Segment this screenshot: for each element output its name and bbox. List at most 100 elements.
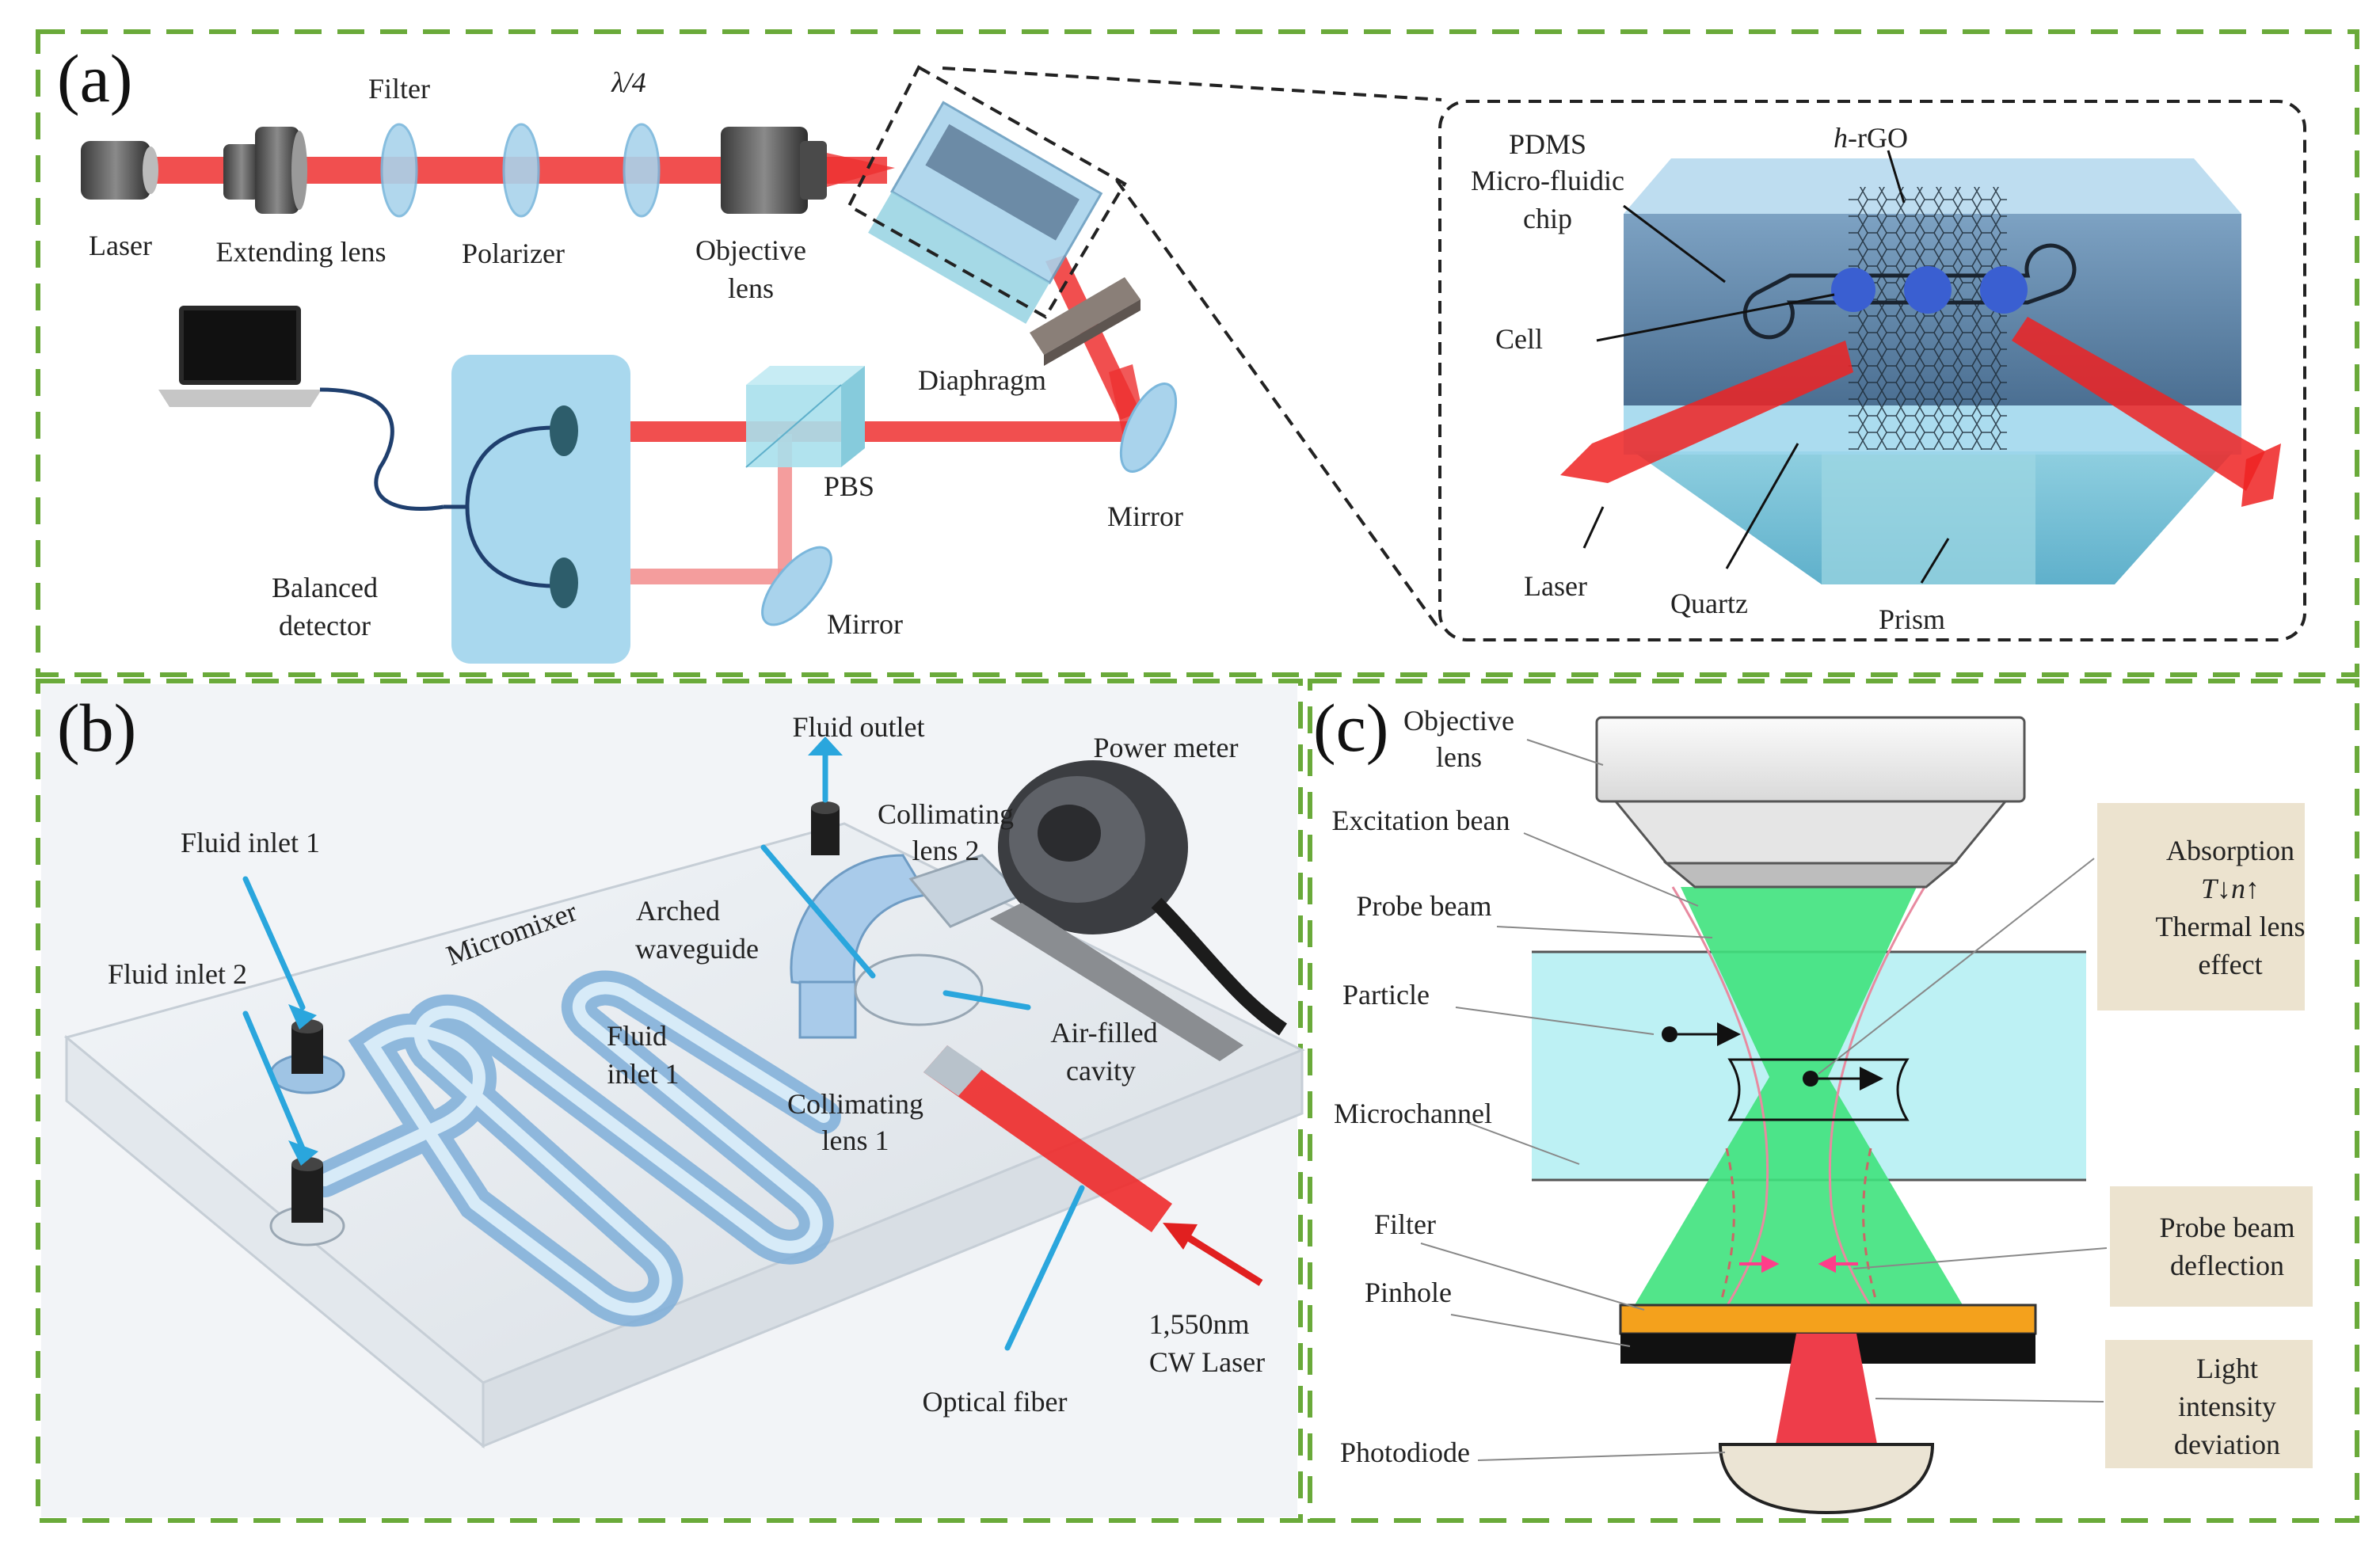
inset-border <box>1438 100 2306 641</box>
callout-absorption-line2: T↓n↑ <box>2201 873 2260 904</box>
label-arched-line2: waveguide <box>635 933 759 965</box>
tilted-chip-icon <box>868 101 1103 324</box>
label-balanced-line2: detector <box>279 610 371 641</box>
callout-absorption-n: n↑ <box>2231 873 2260 904</box>
mirror-1-icon <box>1119 382 1178 473</box>
label-inset-laser: Laser <box>1524 570 1587 602</box>
leader-hrgo <box>1887 150 1906 204</box>
callout-intensity-line3: deviation <box>2174 1429 2280 1460</box>
micromixer-channel-inner <box>318 981 830 1315</box>
label-quartz: Quartz <box>1670 588 1748 619</box>
blue-arrows <box>242 744 1085 1351</box>
detector-cable <box>319 387 444 512</box>
label-collimating-1-line1: Collimating <box>787 1088 923 1120</box>
objective-lens-icon <box>721 127 827 214</box>
panel-c-leaders <box>1420 739 2108 1461</box>
label-fluid-inlet-1: Fluid inlet 1 <box>181 827 320 858</box>
panel-c-border <box>1308 679 2359 1523</box>
inset-laser-right <box>2012 317 2265 491</box>
label-balanced-line1: Balanced <box>272 572 378 603</box>
thermal-lens-icon <box>1727 1058 1910 1121</box>
zoom-line-bottom <box>1115 179 1438 627</box>
label-objective-c-line1: Objective <box>1403 705 1514 736</box>
deflection-arrows <box>1739 1254 1858 1273</box>
label-pdms-line1: PDMS <box>1509 128 1586 160</box>
label-laser-line1: 1,550nm <box>1148 1308 1249 1340</box>
callout-deflection-line2: deflection <box>2170 1250 2284 1281</box>
label-pbs: PBS <box>824 470 874 502</box>
label-probe: Probe beam <box>1357 890 1492 922</box>
inset-hrgo <box>1849 187 2007 450</box>
probe-beam-left <box>1671 886 1769 1307</box>
inset-prism-face <box>1822 451 2035 584</box>
label-fluid-outlet: Fluid outlet <box>792 711 924 743</box>
pinhole-right <box>1856 1334 2035 1364</box>
label-hrgo-italic: h <box>1834 122 1848 154</box>
inset-laser-left <box>1560 341 1853 483</box>
label-optical-fiber: Optical fiber <box>923 1386 1068 1418</box>
laser-source-icon <box>81 141 158 200</box>
label-cell: Cell <box>1495 323 1543 355</box>
fluid-inlet-port-2 <box>269 1157 345 1246</box>
inset-cell-2 <box>1904 266 1952 314</box>
callout-probe-deflection <box>2110 1186 2313 1307</box>
label-power-meter: Power meter <box>1094 732 1239 763</box>
callout-intensity <box>2105 1340 2313 1468</box>
probe-deflect-right <box>1862 1147 1877 1300</box>
chip-zoom-box <box>847 65 1127 319</box>
label-laser-line2: CW Laser <box>1149 1346 1265 1378</box>
callout-absorption-line1: Absorption <box>2166 835 2294 866</box>
label-mirror-2: Mirror <box>827 608 903 640</box>
panel-a: (a) <box>57 40 2306 664</box>
label-lambda4: λ/4 <box>611 67 646 98</box>
label-photodiode: Photodiode <box>1340 1437 1470 1468</box>
label-collimating-1-line2: lens 1 <box>822 1125 889 1156</box>
quarter-wave-plate-icon <box>623 123 661 218</box>
particle-dot-2 <box>1803 1071 1818 1087</box>
label-hrgo-rest: -rGO <box>1848 122 1908 154</box>
fluid-outlet-port <box>811 801 840 855</box>
particle-dot-1 <box>1662 1026 1677 1042</box>
label-air-cavity-line1: Air-filled <box>1050 1017 1157 1049</box>
panel-c: (c) <box>1313 690 2313 1515</box>
air-filled-cavity-icon <box>854 953 984 1026</box>
glass-chip-side-right <box>482 1048 1304 1448</box>
label-microchannel: Microchannel <box>1334 1098 1492 1129</box>
label-fluid-inlet-1b-line2: inlet 1 <box>607 1058 680 1090</box>
label-air-cavity-line2: cavity <box>1066 1055 1136 1087</box>
label-laser: Laser <box>89 230 152 261</box>
power-meter-icon <box>990 760 1287 1061</box>
callout-absorption-line4: effect <box>2198 949 2262 980</box>
pinhole-left <box>1620 1334 1796 1364</box>
label-diaphragm: Diaphragm <box>918 364 1046 396</box>
callout-absorption-t: T↓ <box>2201 873 2231 904</box>
panel-a-label: (a) <box>57 40 132 116</box>
inset-cell-3 <box>1980 266 2028 314</box>
panel-b: (b) <box>41 684 1305 1517</box>
pbs-cube-icon <box>745 366 865 468</box>
label-objective-line2: lens <box>728 272 774 304</box>
inset-laser-out-right <box>2241 443 2281 507</box>
callout-absorption-line3: Thermal lens <box>2156 911 2306 942</box>
label-pdms-line2: Micro-fluidic <box>1471 165 1624 196</box>
filter-disc-icon <box>380 123 418 218</box>
label-filter-c: Filter <box>1374 1208 1436 1240</box>
arched-waveguide-icon <box>790 854 929 1039</box>
leader-laser <box>1582 506 1605 549</box>
leader-quartz <box>1725 443 1799 569</box>
panel-b-label: (b) <box>57 690 136 766</box>
excitation-beam <box>1630 887 1967 1313</box>
chip-inset: PDMS Micro-fluidic chip h-rGO Cell Laser… <box>1438 100 2306 641</box>
callout-intensity-line2: intensity <box>2178 1391 2276 1422</box>
objective-lens-c-icon <box>1595 716 2026 889</box>
label-excitation: Excitation bean <box>1332 805 1510 836</box>
probe-beam-right <box>1828 886 1926 1307</box>
label-objective-line1: Objective <box>695 234 806 266</box>
fiber-ferrule <box>923 1045 982 1096</box>
label-pdms-line3: chip <box>1523 203 1572 234</box>
leader-prism <box>1920 538 1950 584</box>
label-polarizer: Polarizer <box>462 238 565 269</box>
label-arched-line1: Arched <box>636 895 720 927</box>
label-collimating-2-line1: Collimating <box>878 798 1014 830</box>
